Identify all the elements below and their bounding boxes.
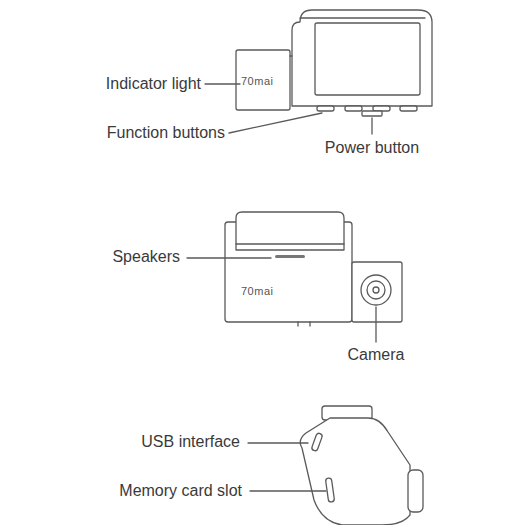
part-label: Power button (325, 138, 419, 157)
part-label: Camera (348, 345, 405, 364)
leader-line (250, 490, 326, 491)
part-label: Indicator light (106, 74, 201, 93)
leader-line (187, 257, 271, 258)
leader-line (248, 442, 308, 443)
leader-line (375, 307, 376, 342)
leader-line (229, 113, 322, 133)
leader-line (371, 118, 372, 134)
part-label: Memory card slot (119, 481, 242, 500)
part-label: Function buttons (107, 123, 225, 142)
front-view (236, 10, 432, 116)
part-label: USB interface (141, 432, 240, 451)
side-view (300, 406, 423, 525)
brand-logo: 70mai (241, 75, 273, 88)
leader-line (205, 83, 240, 84)
brand-logo: 70mai (241, 285, 273, 298)
part-label: Speakers (112, 247, 180, 266)
